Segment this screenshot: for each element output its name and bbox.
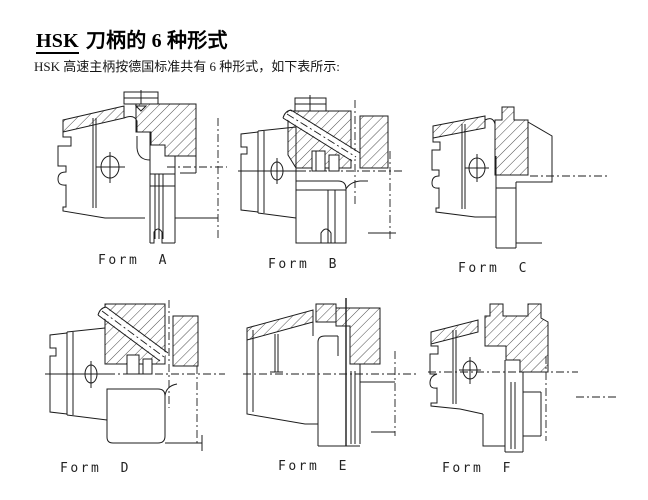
page-subtitle: HSK 高速主柄按德国标准共有 6 种形式，如下表所示:: [34, 59, 340, 74]
figure-form-b: Form B: [238, 93, 408, 272]
form-a-drawing: [57, 90, 227, 244]
form-e-drawing: [243, 298, 417, 447]
form-f-drawing: [428, 303, 618, 453]
figure-form-e: Form E: [243, 296, 423, 476]
form-d-drawing: [45, 300, 225, 451]
form-e-caption: Form E: [278, 459, 349, 474]
form-b-caption: Form B: [268, 257, 339, 272]
figure-form-f: Form F: [428, 296, 628, 478]
title-brand: HSK: [36, 30, 79, 54]
form-f-caption: Form F: [442, 461, 513, 476]
form-d-caption: Form D: [60, 461, 131, 476]
form-c-caption: Form C: [458, 261, 529, 276]
form-b-drawing: [238, 95, 404, 244]
page-title: HSK 刀柄的 6 种形式: [36, 24, 228, 54]
form-a-caption: Form A: [98, 253, 169, 268]
form-c-drawing: [431, 106, 608, 249]
figure-form-d: Form D: [45, 296, 230, 478]
title-text: 刀柄的 6 种形式: [85, 30, 228, 52]
figure-form-a: Form A: [55, 90, 230, 268]
figure-form-c: Form C: [430, 96, 615, 276]
